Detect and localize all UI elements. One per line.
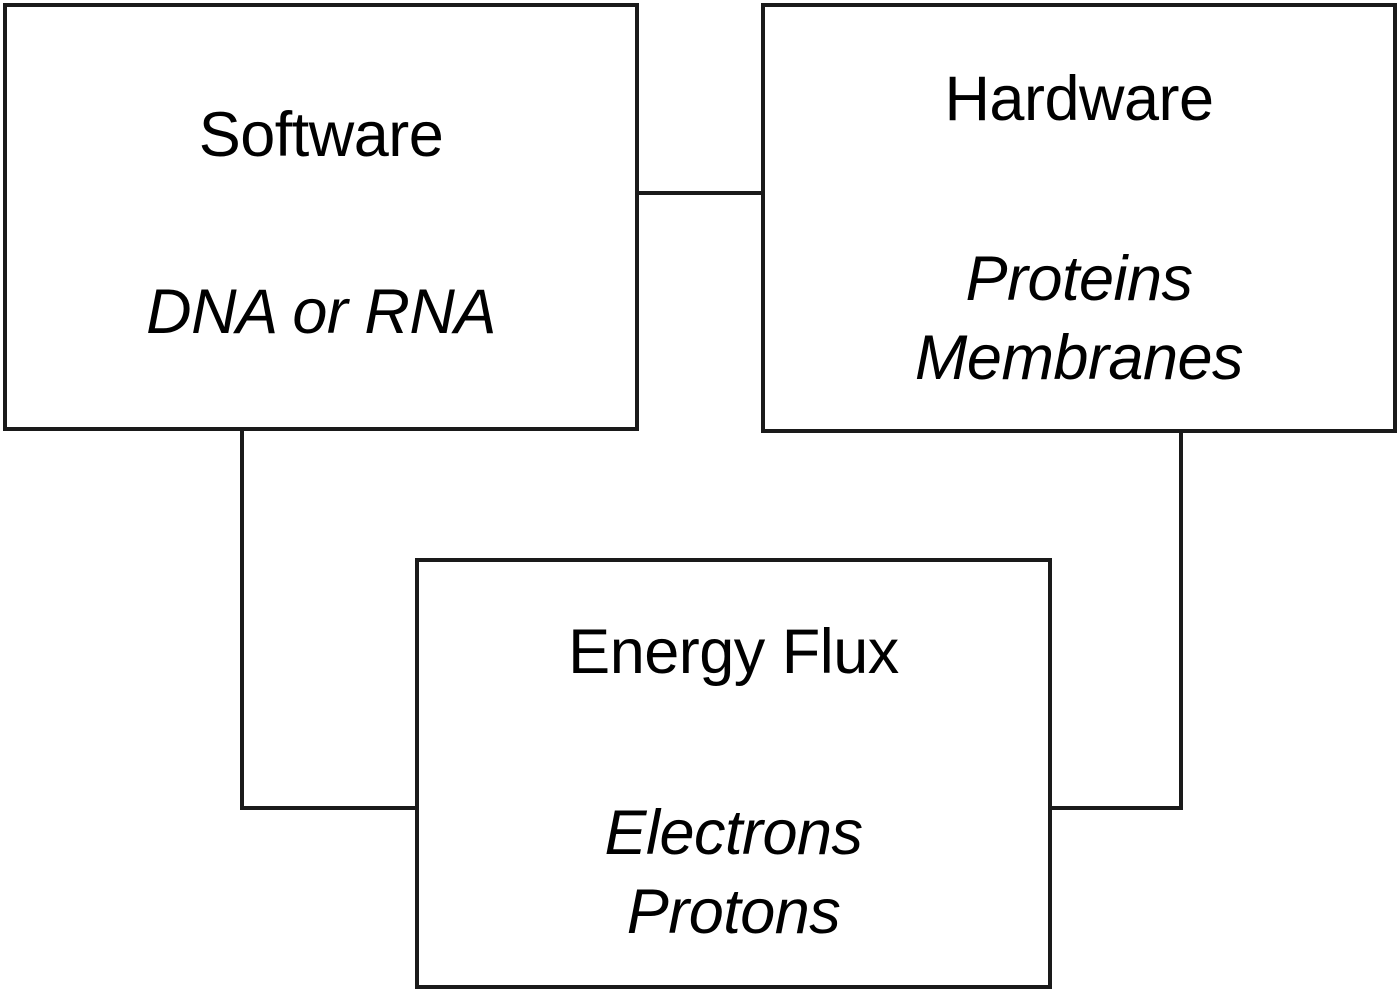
- node-hardware-subtitle-wrap: Proteins Membranes: [765, 240, 1393, 399]
- node-energy-flux-subtitle-line-1: Electrons: [604, 798, 863, 868]
- node-hardware[interactable]: Hardware Proteins Membranes: [761, 3, 1397, 433]
- node-hardware-title-wrap: Hardware: [765, 64, 1393, 134]
- node-hardware-title: Hardware: [944, 64, 1214, 134]
- node-energy-flux-subtitle-line-2: Protons: [626, 877, 841, 948]
- node-hardware-subtitle-line-1: Proteins: [965, 244, 1193, 314]
- node-software-subtitle-line-1: DNA or RNA: [146, 277, 496, 347]
- edge-hardware-energy-flux-horizontal: [1048, 806, 1183, 810]
- node-software-title-wrap: Software: [7, 100, 635, 170]
- node-software-title: Software: [198, 100, 444, 170]
- node-energy-flux-subtitle-wrap: Electrons Protons: [419, 794, 1048, 953]
- node-energy-flux-title-wrap: Energy Flux: [419, 617, 1048, 687]
- node-software-subtitle-wrap: DNA or RNA: [7, 273, 635, 352]
- edge-software-hardware: [636, 191, 764, 195]
- node-energy-flux[interactable]: Energy Flux Electrons Protons: [415, 558, 1052, 989]
- edge-software-energy-flux-horizontal: [240, 806, 420, 810]
- edge-software-energy-flux-vertical: [240, 428, 244, 810]
- node-energy-flux-title: Energy Flux: [568, 617, 899, 687]
- node-hardware-subtitle-line-2: Membranes: [914, 323, 1244, 394]
- node-software[interactable]: Software DNA or RNA: [3, 3, 639, 431]
- edge-hardware-energy-flux-vertical: [1179, 430, 1183, 810]
